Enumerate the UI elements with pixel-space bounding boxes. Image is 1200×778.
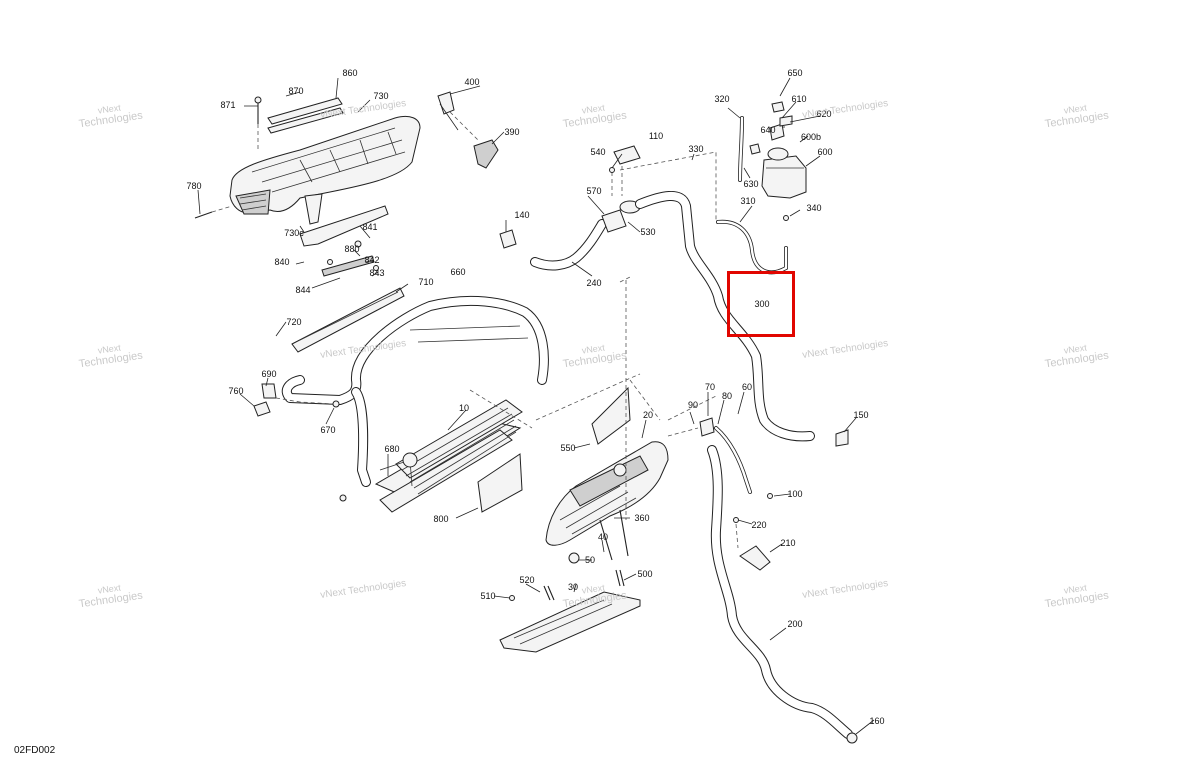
callout-860: 860 bbox=[342, 68, 358, 78]
hose-60 bbox=[667, 417, 752, 494]
callout-540: 540 bbox=[590, 147, 606, 157]
callout-730c: 730c bbox=[284, 228, 304, 238]
small-parts-right bbox=[733, 429, 849, 571]
callout-360: 360 bbox=[634, 513, 650, 523]
radiator-frame-660 bbox=[281, 287, 549, 487]
callout-670: 670 bbox=[320, 425, 336, 435]
callout-70: 70 bbox=[704, 382, 716, 392]
drawing-code: 02FD002 bbox=[14, 745, 56, 756]
callout-842: 842 bbox=[364, 255, 380, 265]
callout-90: 90 bbox=[687, 400, 699, 410]
callout-610: 610 bbox=[791, 94, 807, 104]
callout-880: 880 bbox=[344, 244, 360, 254]
callout-843: 843 bbox=[369, 268, 385, 278]
callout-841: 841 bbox=[362, 222, 378, 232]
callout-320: 320 bbox=[714, 94, 730, 104]
callout-210: 210 bbox=[780, 538, 796, 548]
callout-710: 710 bbox=[418, 277, 434, 287]
radiator-10 bbox=[374, 399, 523, 513]
callout-40: 40 bbox=[597, 532, 609, 542]
callout-760: 760 bbox=[228, 386, 244, 396]
leader-lines bbox=[197, 77, 875, 735]
lower-bracket-30 bbox=[499, 569, 641, 653]
callout-640: 640 bbox=[760, 125, 776, 135]
callout-660: 660 bbox=[450, 267, 466, 277]
highlight-box-300 bbox=[727, 271, 795, 337]
small-parts-left bbox=[253, 383, 347, 502]
callout-570: 570 bbox=[586, 186, 602, 196]
callout-690: 690 bbox=[261, 369, 277, 379]
callout-150: 150 bbox=[853, 410, 869, 420]
callout-870: 870 bbox=[288, 86, 304, 96]
callout-550: 550 bbox=[560, 443, 576, 453]
callout-871: 871 bbox=[220, 100, 236, 110]
callout-100: 100 bbox=[787, 489, 803, 499]
callout-220: 220 bbox=[751, 520, 767, 530]
fan-shroud-assembly bbox=[545, 441, 669, 564]
callout-840: 840 bbox=[274, 257, 290, 267]
callout-844: 844 bbox=[295, 285, 311, 295]
upper-hoses bbox=[499, 145, 815, 442]
callout-390: 390 bbox=[504, 127, 520, 137]
callout-60: 60 bbox=[741, 382, 753, 392]
bracket-840 bbox=[299, 205, 389, 277]
callout-520: 520 bbox=[519, 575, 535, 585]
callout-200: 200 bbox=[787, 619, 803, 629]
callout-650: 650 bbox=[787, 68, 803, 78]
callout-160: 160 bbox=[869, 716, 885, 726]
callout-510: 510 bbox=[480, 591, 496, 601]
callout-600: 600 bbox=[817, 147, 833, 157]
engine-cover-730 bbox=[229, 115, 421, 225]
callout-340: 340 bbox=[806, 203, 822, 213]
callout-630: 630 bbox=[743, 179, 759, 189]
lower-hose-200 bbox=[707, 445, 858, 744]
callout-240: 240 bbox=[586, 278, 602, 288]
callout-530: 530 bbox=[640, 227, 656, 237]
callout-300: 300 bbox=[754, 299, 770, 309]
callout-330: 330 bbox=[688, 144, 704, 154]
callout-600b: 600b bbox=[800, 132, 822, 142]
callout-140: 140 bbox=[514, 210, 530, 220]
callout-500: 500 bbox=[637, 569, 653, 579]
callout-30: 30 bbox=[567, 582, 579, 592]
callout-50: 50 bbox=[584, 555, 596, 565]
callout-310: 310 bbox=[740, 196, 756, 206]
callout-720: 720 bbox=[286, 317, 302, 327]
callout-400: 400 bbox=[464, 77, 480, 87]
callout-680: 680 bbox=[384, 444, 400, 454]
callout-780: 780 bbox=[186, 181, 202, 191]
callout-800: 800 bbox=[433, 514, 449, 524]
callout-10: 10 bbox=[458, 403, 470, 413]
latch-400-390 bbox=[437, 91, 499, 169]
callout-110: 110 bbox=[648, 131, 664, 141]
trim-strips bbox=[254, 96, 344, 150]
callout-20: 20 bbox=[642, 410, 654, 420]
callout-620: 620 bbox=[816, 109, 832, 119]
callout-730: 730 bbox=[373, 91, 389, 101]
callout-80: 80 bbox=[721, 391, 733, 401]
bolt-780 bbox=[194, 205, 233, 219]
deflectors bbox=[477, 386, 631, 513]
